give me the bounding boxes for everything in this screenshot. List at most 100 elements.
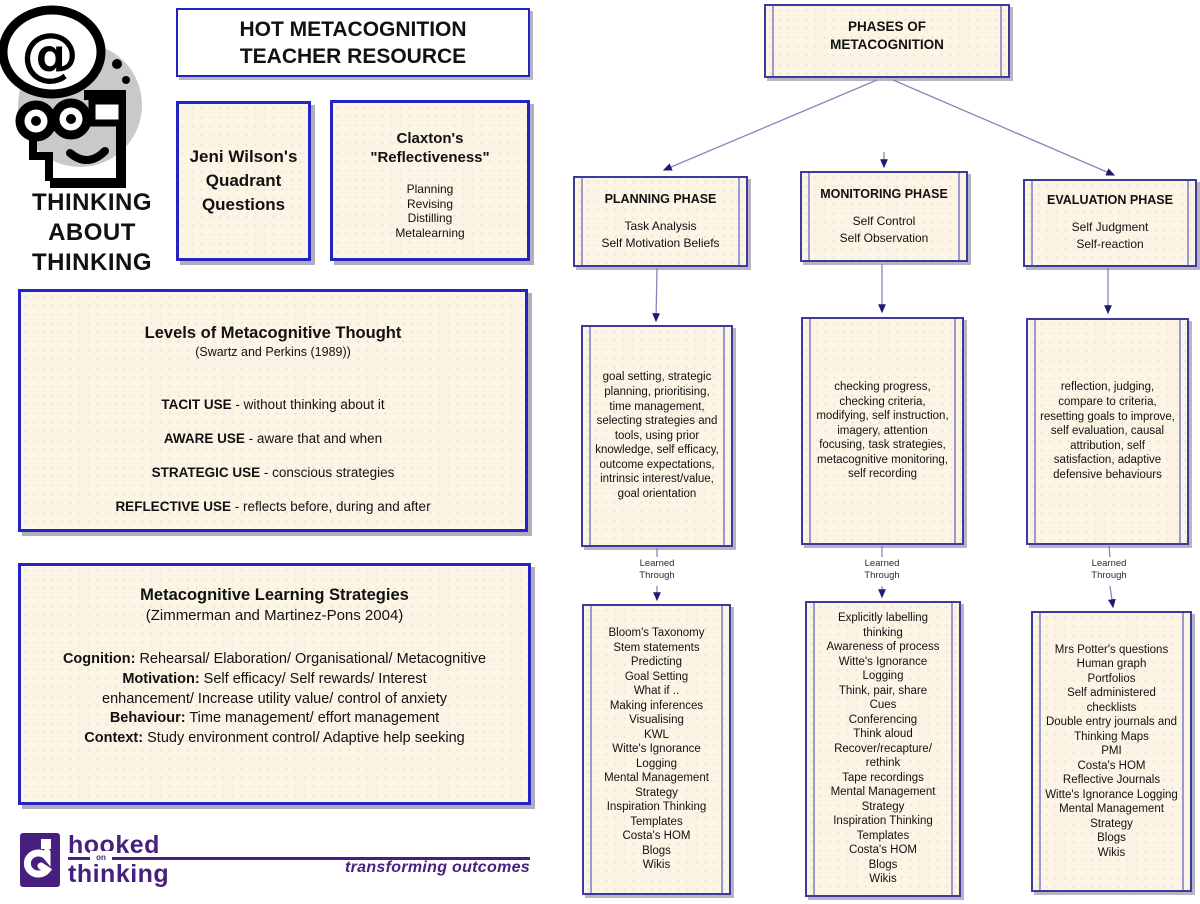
text-line: Logging [862,670,904,683]
strategies-title: Metacognitive Learning Strategies [140,586,409,604]
text-line: Templates [856,829,910,842]
text-line: Predicting [630,656,683,669]
text-line: Self Judgment [1071,220,1149,234]
text-line: Self Motivation Beliefs [601,235,720,250]
levels-title: Levels of Metacognitive Thought [144,324,402,342]
phases-root-box: PHASES OF METACOGNITION [764,4,1010,78]
text-line: Inspiration Thinking [833,815,933,828]
planning-detail-box: goal setting, strategic planning, priori… [581,325,733,547]
text-line: Conferencing [848,713,918,726]
text-line: Strategy [861,800,905,813]
text-line: Mental Management [830,786,936,799]
svg-text:@: @ [21,20,79,88]
text-line: Jeni Wilson's [189,147,298,166]
text-line: Logging [636,757,677,770]
strategy-line: Context: Study environment control/ Adap… [84,730,465,747]
text-line: KWL [644,728,669,741]
text-line: Wikis [869,873,897,886]
text-line: Mental Management [1059,803,1164,816]
text-line: Witte's Ignorance [838,655,928,668]
title-line: HOT METACOGNITION [239,17,467,41]
level-line: STRATEGIC USE - conscious strategies [151,465,395,480]
text-line: Blogs [1097,832,1126,845]
text-line: Tape recordings [842,771,924,784]
text-line: Goal Setting [624,670,689,683]
brand-word-thinking: thinking [68,860,170,888]
text-line: Learned [864,558,900,569]
text-line: Think aloud [853,728,913,741]
text-line: Witte's Ignorance [612,743,701,756]
brand-word-on: on [90,851,112,864]
strategies-box: Metacognitive Learning Strategies (Zimme… [18,563,531,805]
text-line: Double entry journals and [1045,716,1178,729]
text-line: Through [1091,570,1127,581]
strategies-subtitle: (Zimmerman and Martinez-Pons 2004) [145,607,404,624]
brand-word-hooked: hooked [68,831,160,859]
levels-subtitle: (Swartz and Perkins (1989)) [195,345,351,359]
strategy-line: enhancement/ Increase utility value/ con… [102,690,447,707]
text-line: Through [864,570,900,581]
text-line: Thinking Maps [1074,730,1149,743]
text-line: Mrs Potter's questions [1054,643,1169,656]
strategy-line: Motivation: Self efficacy/ Self rewards/… [122,670,427,687]
text-line: Visualising [629,714,684,727]
title-line: TEACHER RESOURCE [239,44,467,68]
text-line: Mental Management [604,772,709,785]
claxton-title: Claxton's "Reflectiveness" [370,130,490,166]
text-line: Distilling [407,211,453,225]
text-line: Costa's HOM [622,830,691,843]
text-line: Self Control [852,213,916,228]
text-line: Wikis [642,859,671,872]
text-line: Human graph [1076,658,1147,671]
text-line: Strategy [1090,817,1133,830]
text-line: rethink [865,757,901,770]
text-line: Self-reaction [1076,237,1144,251]
text-line: Questions [201,195,286,214]
text-line: Self Observation [839,230,929,245]
text-line: Planning [406,182,454,196]
thinking-head-clipart: @ [0,5,142,188]
brand-tagline: transforming outcomes [345,859,530,876]
evaluation-detail-box: reflection, judging, compare to criteria… [1026,318,1189,545]
level-line: TACIT USE - without thinking about it [161,397,385,412]
levels-box: Levels of Metacognitive Thought (Swartz … [18,289,528,532]
text-line: Blogs [642,844,671,857]
text-line: Portfolios [1087,672,1136,685]
text-line: PMI [1101,745,1122,758]
text-line: checklists [1086,701,1137,714]
text-line: Think, pair, share [838,684,928,697]
text-line: Blogs [868,858,898,871]
text-line: Task Analysis [624,218,697,233]
text-line: Inspiration Thinking [606,801,707,814]
text-line: Through [639,570,675,581]
text-line: Recover/recapture/ [834,742,932,755]
brand-rule [68,857,530,860]
text-line: Metalearning [395,225,465,240]
levels-lines: TACIT USE - without thinking about it AW… [21,397,525,514]
text-line: Costa's HOM [1077,759,1146,772]
text-line: Stem statements [613,641,700,654]
text-line: Making inferences [609,699,704,712]
text-line: Bloom's Taxonomy [608,627,705,640]
text-line: Witte's Ignorance Logging [1045,788,1178,801]
text-line: thinking [863,626,903,639]
text-line: Strategy [635,786,678,799]
text-line: Wikis [1097,846,1126,859]
level-line: REFLECTIVE USE - reflects before, during… [115,499,431,514]
text-line: Templates [630,815,683,828]
strategies-lines: Cognition: Rehearsal/ Elaboration/ Organ… [21,650,528,749]
